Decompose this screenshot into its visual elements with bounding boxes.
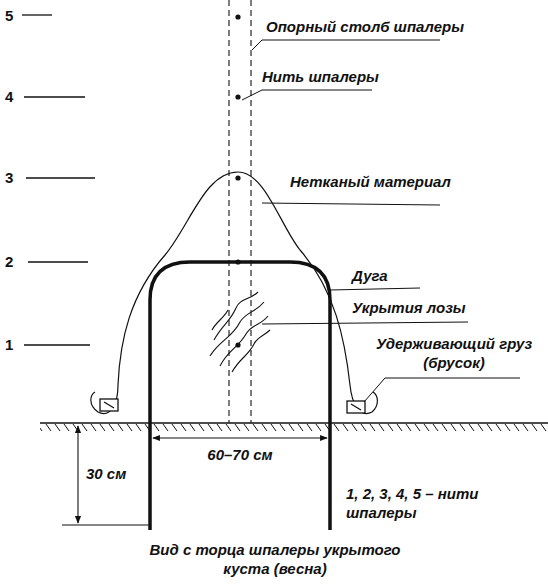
weight-brick xyxy=(100,399,365,413)
dimension-label: 30 см xyxy=(86,464,146,483)
callout-number: 2 xyxy=(5,252,21,271)
part-label: Нетканый материал xyxy=(290,172,510,191)
part-label: Нить шпалеры xyxy=(262,67,462,86)
dimension-label: 60–70 см xyxy=(190,445,290,464)
callout-number: 3 xyxy=(5,168,21,187)
part-label: Дуга xyxy=(352,266,452,285)
part-label: Опорный столб шпалеры xyxy=(266,17,526,36)
arch xyxy=(150,262,330,530)
nonwoven-fabric xyxy=(91,172,378,413)
callout-number: 5 xyxy=(5,6,21,25)
callout-number: 1 xyxy=(5,335,21,354)
callout-number: 4 xyxy=(5,87,21,106)
trellis-wires xyxy=(235,14,240,347)
caption: Вид с торца шпалеры укрытого куста (весн… xyxy=(144,540,406,578)
dimension-lines xyxy=(62,426,327,525)
vine-cover xyxy=(210,292,270,372)
part-label: Укрытия лозы xyxy=(352,298,532,317)
level-lines xyxy=(22,15,95,345)
note-label: 1, 2, 3, 4, 5 – нити шпалеры xyxy=(346,484,536,522)
ground xyxy=(40,423,548,431)
support-post xyxy=(229,0,251,423)
part-label: Удерживающий груз (брусок) xyxy=(366,334,542,372)
